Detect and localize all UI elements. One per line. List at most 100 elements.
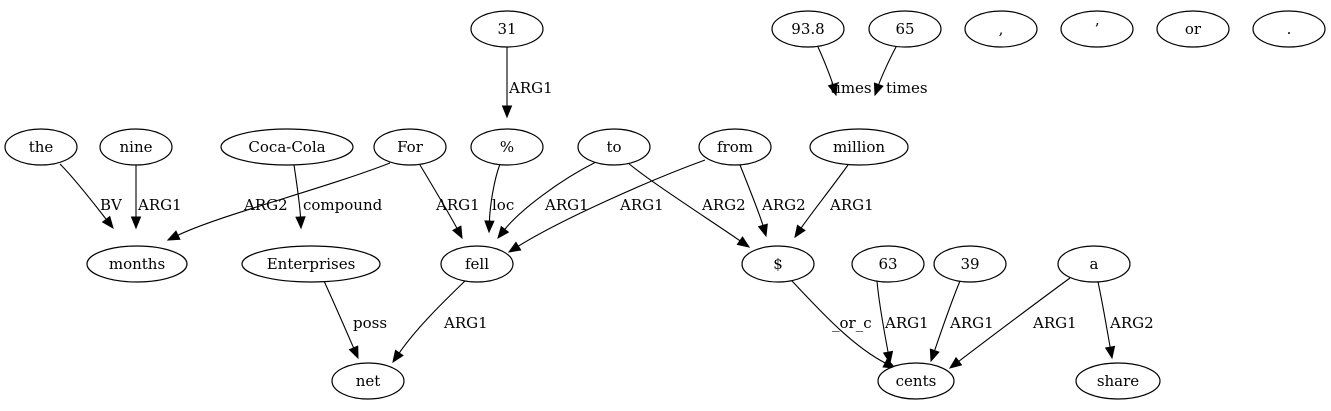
node-ellipse: [771, 10, 845, 48]
node-ellipse: [868, 10, 942, 48]
edge-na-to-ncents: ARG1: [948, 277, 1077, 369]
edge-line: [59, 163, 108, 221]
arrowhead-icon: [452, 225, 463, 240]
node-coca: Coca-Cola: [220, 128, 354, 166]
edge-label: times: [830, 79, 872, 97]
edge-ndollar-to-ncents: _or_c: [791, 280, 897, 369]
arrowhead-icon: [827, 82, 838, 97]
node-share: share: [1075, 362, 1161, 400]
node-ellipse: [470, 128, 544, 166]
arrowhead-icon: [484, 220, 495, 234]
edge-n39-to-ncents: ARG1: [929, 280, 994, 363]
node-65: 65: [868, 10, 942, 48]
node-ellipse: [1060, 10, 1134, 48]
edge-line: [876, 280, 889, 354]
node-63: 63: [851, 245, 925, 283]
arrowhead-icon: [757, 223, 768, 238]
node-ellipse: [1057, 245, 1131, 283]
edge-line: [323, 280, 355, 350]
node-ellipse: [220, 128, 354, 166]
node-months: months: [86, 245, 188, 283]
node-ellipse: [241, 245, 381, 283]
arrowhead-icon: [501, 105, 513, 119]
edge-n65-to-nmillion: times: [873, 46, 928, 97]
edge-label: ARG2: [761, 196, 806, 214]
edge-ncoca-to-nent: compound: [293, 164, 383, 230]
node-label: the: [29, 138, 54, 156]
edge-label: _or_c: [832, 314, 872, 332]
node-ellipse: [4, 128, 78, 166]
node-dot: .: [1252, 10, 1326, 48]
node-label: share: [1097, 372, 1139, 390]
arrowhead-icon: [101, 215, 114, 230]
arrowhead-icon: [348, 345, 359, 360]
edge-nfor-to-nmonths: ARG2: [166, 162, 391, 241]
arrowhead-icon: [166, 230, 181, 241]
edge-label: ARG1: [1032, 314, 1077, 332]
edge-npct-to-nfell: loc: [484, 163, 514, 234]
edge-line: [933, 280, 961, 352]
node-label: fell: [465, 255, 489, 273]
edge-line: [517, 159, 706, 248]
node-ellipse: [964, 10, 1038, 48]
node-label: ,: [999, 20, 1004, 38]
node-to: to: [577, 128, 651, 166]
arrowhead-icon: [873, 82, 884, 97]
node-apos: ’: [1060, 10, 1134, 48]
edge-line: [293, 164, 302, 219]
edge-nfrom-to-ndollar: ARG2: [739, 164, 806, 238]
node-label: a: [1090, 255, 1099, 273]
edge-label: ARG2: [701, 196, 746, 214]
edge-line: [817, 46, 834, 86]
edge-nto-to-nfell: ARG1: [497, 161, 597, 240]
node-label: For: [397, 138, 424, 156]
node-the: the: [4, 128, 78, 166]
edge-line: [877, 46, 897, 86]
node-label: cents: [896, 372, 937, 390]
edge-label: times: [886, 79, 928, 97]
edge-n63-to-ncents: ARG1: [876, 280, 929, 365]
edge-label: ARG1: [949, 314, 994, 332]
node-ellipse: [373, 128, 447, 166]
node-ellipse: [86, 245, 188, 283]
edge-label: compound: [303, 196, 383, 214]
node-dollar: $: [741, 245, 815, 283]
arrowhead-icon: [794, 224, 806, 239]
node-label: $: [773, 255, 783, 273]
edge-nto-to-ndollar: ARG2: [627, 162, 751, 248]
node-39: 39: [933, 245, 1007, 283]
node-ellipse: [470, 10, 544, 48]
node-ent: Enterprises: [241, 245, 381, 283]
edge-nfor-to-nfell: ARG1: [419, 164, 480, 240]
node-label: Coca-Cola: [248, 138, 325, 156]
node-ellipse: [877, 362, 955, 400]
node-for: For: [373, 128, 447, 166]
node-ellipse: [698, 128, 772, 166]
node-fell: fell: [440, 245, 514, 283]
edge-n31-to-npct: ARG1: [501, 46, 553, 119]
edge-label: BV: [100, 196, 123, 214]
edge-line: [791, 280, 887, 364]
edge-nfrom-to-nfell: ARG1: [507, 159, 706, 253]
node-label: 31: [497, 20, 516, 38]
node-a: a: [1057, 245, 1131, 283]
node-ellipse: [933, 245, 1007, 283]
node-ellipse: [99, 128, 173, 166]
edge-n938-to-nmillion: times: [817, 46, 872, 97]
node-comma: ,: [964, 10, 1038, 48]
arrowhead-icon: [736, 236, 751, 248]
edge-nent-to-nnet: poss: [323, 280, 387, 360]
edge-label: ARG2: [243, 196, 288, 214]
node-label: 93.8: [791, 20, 824, 38]
edge-line: [627, 162, 742, 242]
node-ellipse: [741, 245, 815, 283]
edge-label: ARG1: [435, 196, 480, 214]
edge-na-to-nshare: ARG2: [1097, 281, 1154, 360]
node-label: months: [109, 255, 165, 273]
edge-line: [1097, 281, 1111, 349]
edge-line: [800, 164, 849, 230]
node-label: 65: [895, 20, 914, 38]
node-label: million: [833, 138, 885, 156]
edge-line: [957, 277, 1071, 363]
node-ellipse: [577, 128, 651, 166]
